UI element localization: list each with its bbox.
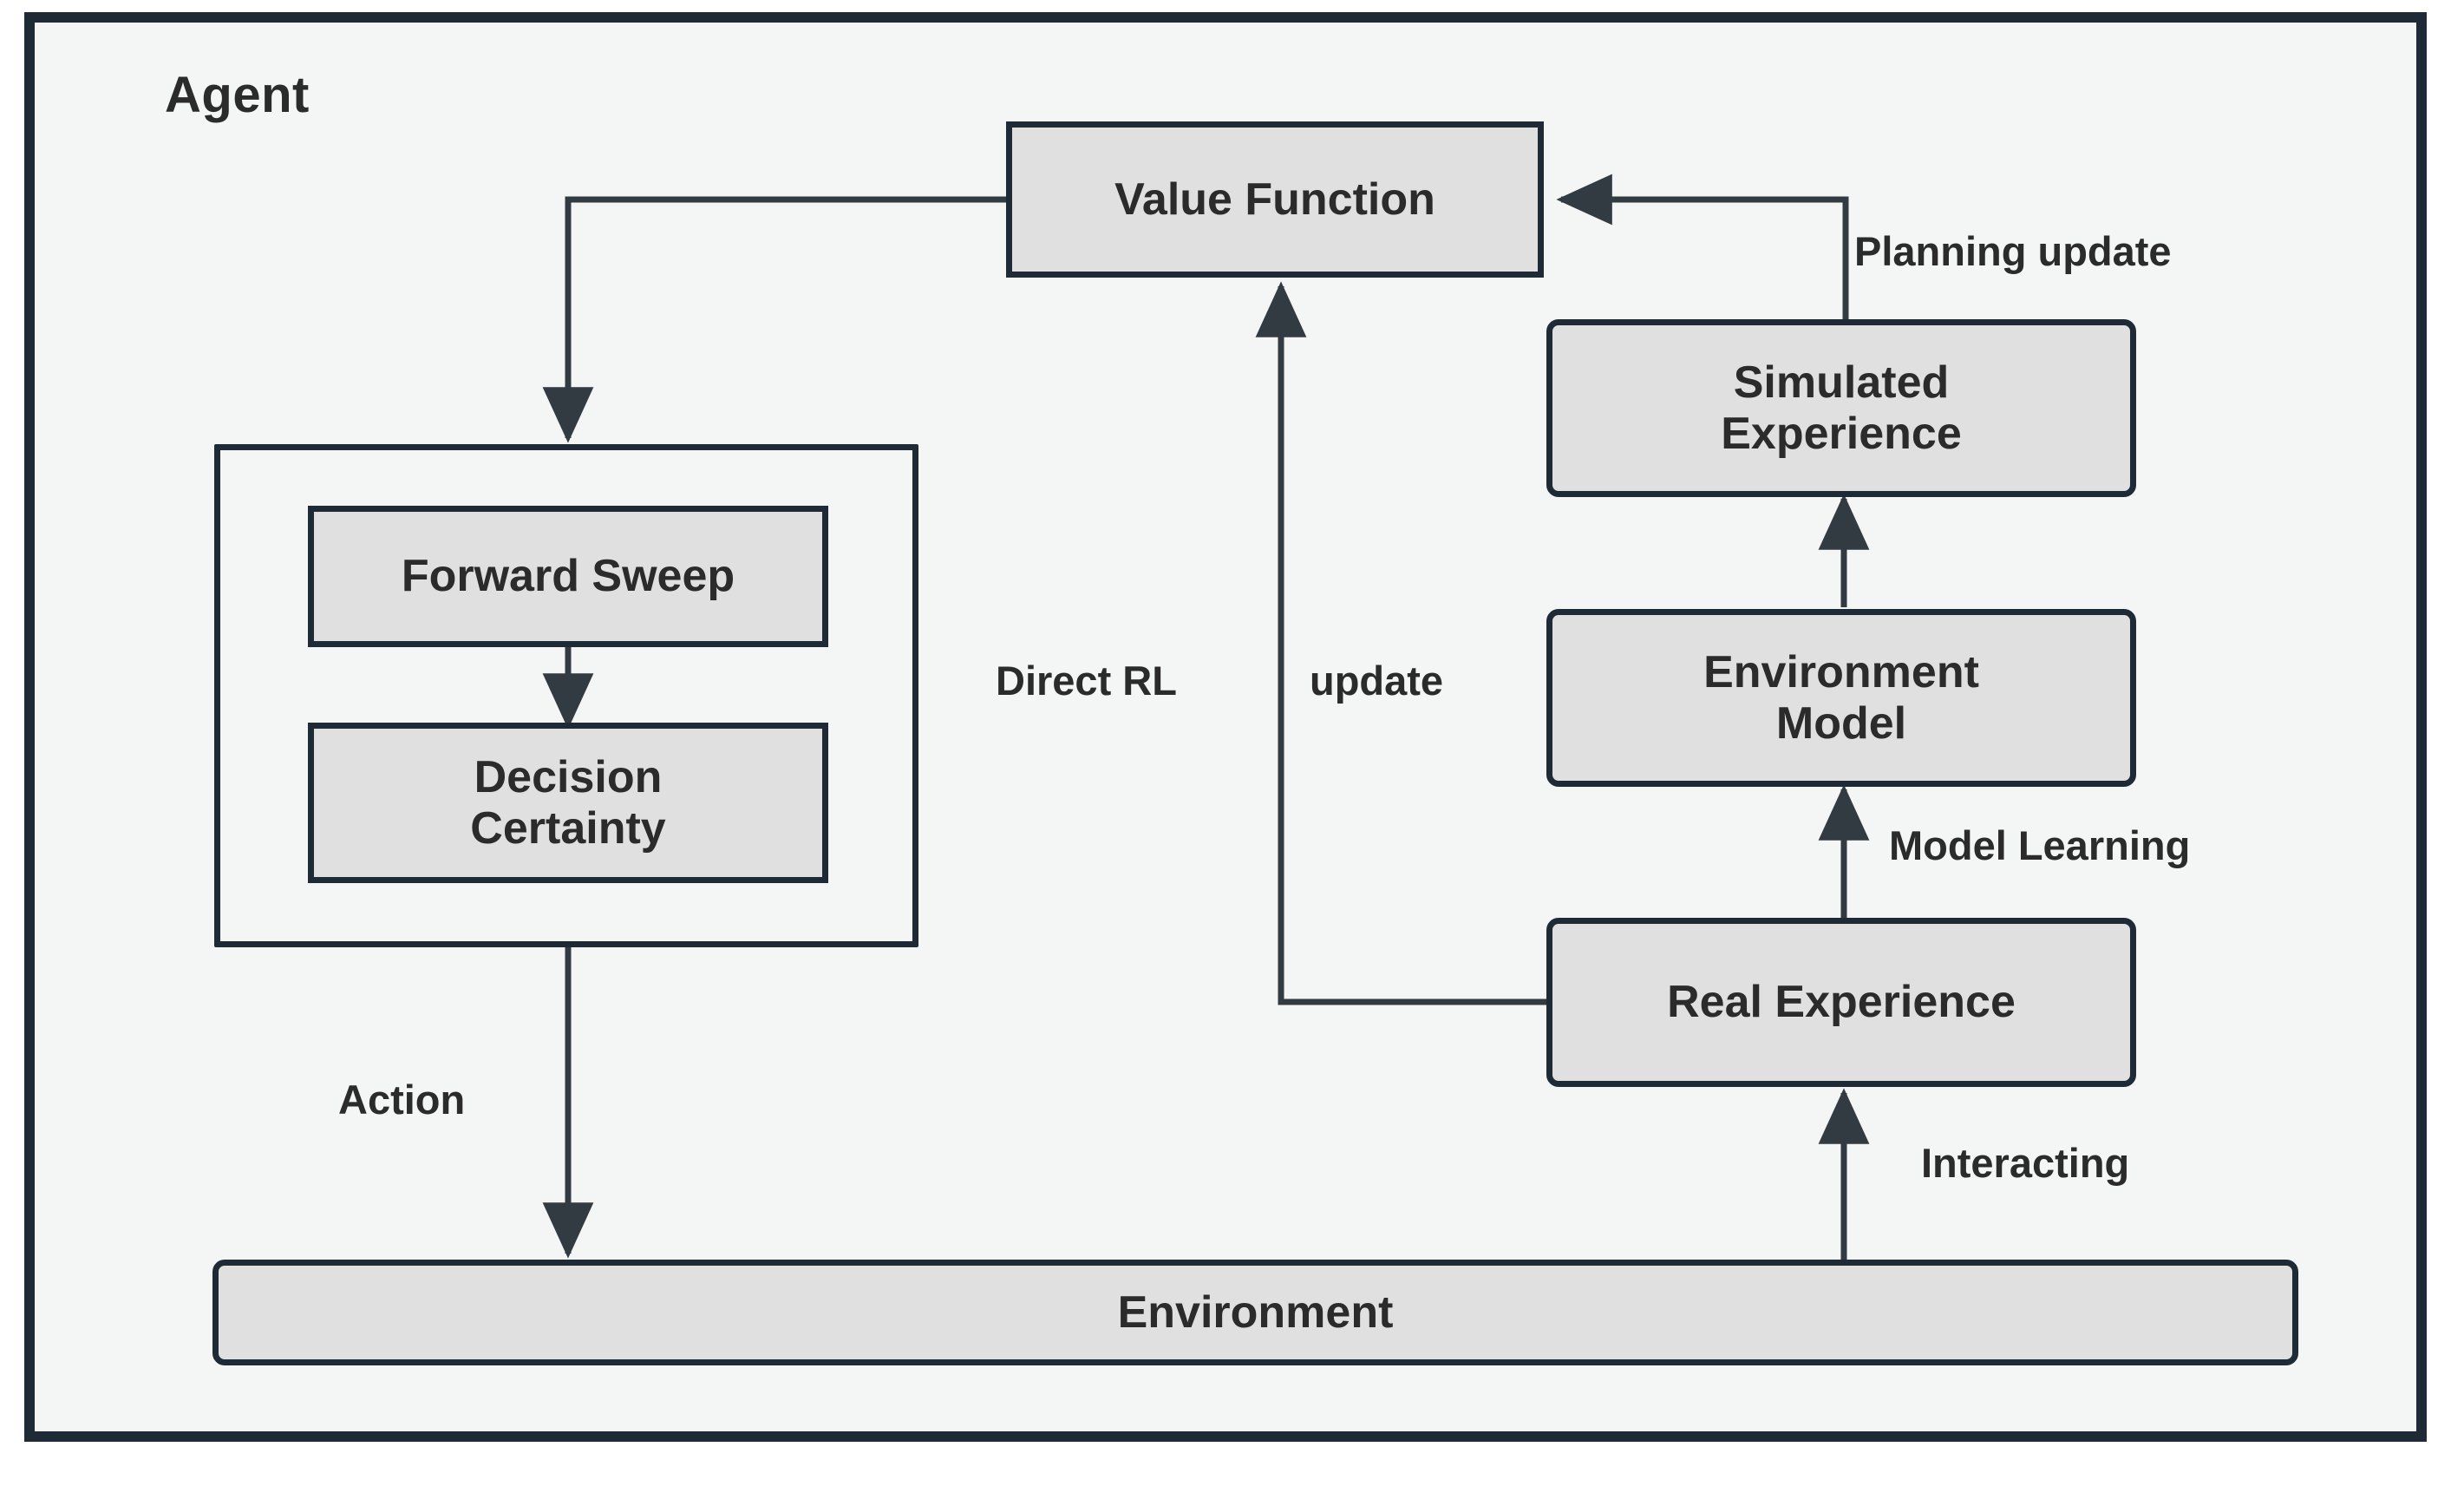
node-environment[interactable]: Environment xyxy=(212,1260,2298,1365)
node-environment-model-line1: Environment xyxy=(1703,647,1979,698)
node-forward-sweep-label: Forward Sweep xyxy=(401,551,735,602)
edge-label-interacting: Interacting xyxy=(1921,1140,2130,1186)
node-environment-model[interactable]: Environment Model xyxy=(1546,609,2136,787)
node-decision-certainty-line1: Decision xyxy=(474,752,663,803)
node-real-experience[interactable]: Real Experience xyxy=(1546,918,2136,1087)
node-value-function[interactable]: Value Function xyxy=(1006,121,1544,278)
node-simulated-experience[interactable]: Simulated Experience xyxy=(1546,319,2136,497)
planning-group-container xyxy=(214,444,918,947)
node-simulated-experience-line2: Experience xyxy=(1721,408,1962,459)
node-decision-certainty[interactable]: Decision Certainty xyxy=(308,723,828,883)
edge-label-action: Action xyxy=(338,1077,466,1123)
node-real-experience-label: Real Experience xyxy=(1667,977,2016,1028)
edge-label-model-learning: Model Learning xyxy=(1889,822,2191,868)
edge-label-direct-rl-update: update xyxy=(1310,658,1444,704)
node-environment-model-line2: Model xyxy=(1775,697,1907,749)
node-decision-certainty-line2: Certainty xyxy=(470,802,666,854)
node-simulated-experience-line1: Simulated xyxy=(1733,357,1950,409)
node-forward-sweep[interactable]: Forward Sweep xyxy=(308,506,828,647)
node-environment-label: Environment xyxy=(1117,1286,1394,1338)
node-value-function-label: Value Function xyxy=(1114,173,1435,225)
edge-label-planning-update: Planning update xyxy=(1854,228,2172,274)
edge-label-direct-rl: Direct RL xyxy=(996,658,1177,704)
agent-title: Agent xyxy=(165,67,310,123)
